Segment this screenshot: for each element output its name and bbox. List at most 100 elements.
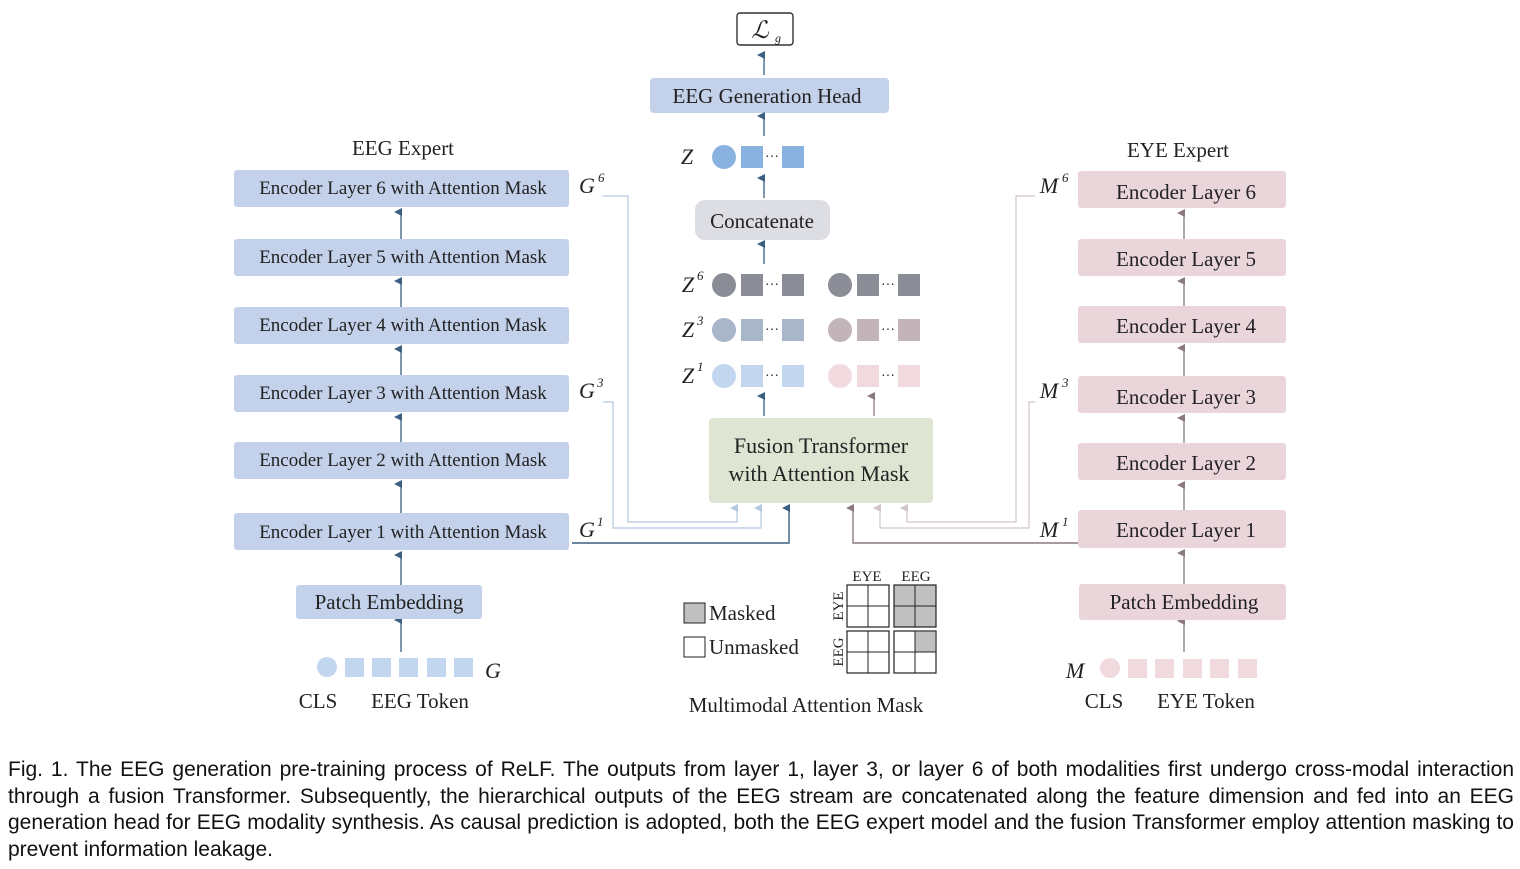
eeg-output-g6: G 6 — [579, 170, 605, 198]
eye-encoder-layer-5: Encoder Layer 5 — [1078, 239, 1286, 276]
svg-text:···: ··· — [881, 278, 895, 293]
eye-patch-embedding-label: Patch Embedding — [1110, 590, 1259, 614]
eeg-output-g1: G 1 — [579, 514, 603, 542]
g3-sup: 3 — [596, 375, 604, 390]
svg-text:···: ··· — [881, 369, 895, 384]
z6-label: Z — [682, 272, 695, 297]
eye-encoder-layer-3: Encoder Layer 3 — [1078, 376, 1286, 413]
legend-masked-swatch — [683, 602, 706, 624]
m6-base: M — [1039, 173, 1060, 198]
connector-m3-to-fusion — [873, 401, 1035, 529]
m3-base: M — [1039, 378, 1060, 403]
z3-label: Z — [682, 317, 695, 342]
concatenate-box — [695, 200, 830, 240]
fusion-line1: Fusion Transformer — [734, 433, 909, 458]
z6-row: Z 6 ··· ··· — [682, 268, 920, 297]
eeg-patch-embedding-box — [296, 585, 482, 619]
g1-base: G — [579, 517, 595, 542]
eeg-patch-embedding-label: Patch Embedding — [315, 590, 464, 614]
eeg-encoder-layer-1: Encoder Layer 1 with Attention Mask — [234, 513, 569, 550]
eeg-encoder-layer-6: Encoder Layer 6 with Attention Mask — [234, 170, 569, 207]
svg-text:···: ··· — [765, 369, 779, 384]
generation-head-box — [650, 78, 889, 113]
eeg-output-g3: G 3 — [579, 375, 604, 403]
m1-base: M — [1039, 517, 1060, 542]
eye-output-m6: M 6 — [1039, 170, 1069, 198]
z-tokens: ··· — [712, 145, 804, 169]
eye-layer-6-label: Encoder Layer 6 — [1116, 180, 1256, 204]
z3-row: Z 3 ··· ··· — [682, 313, 920, 342]
eye-layer-3-label: Encoder Layer 3 — [1116, 385, 1256, 409]
legend-masked-label: Masked — [709, 601, 776, 625]
connector-m1-to-fusion — [846, 504, 1078, 544]
connector-m6-to-fusion — [900, 195, 1035, 523]
eye-expert-title: EYE Expert — [1127, 138, 1229, 162]
m3-sup: 3 — [1061, 375, 1069, 390]
eeg-expert-title: EEG Expert — [352, 136, 454, 160]
z1-sup: 1 — [697, 359, 704, 374]
fusion-line2: with Attention Mask — [729, 461, 910, 486]
z-label: Z — [681, 144, 694, 169]
mask-col-eye: EYE — [852, 569, 881, 585]
g6-sup: 6 — [598, 170, 605, 185]
z1-label: Z — [682, 363, 695, 388]
legend-unmasked-label: Unmasked — [709, 635, 799, 659]
svg-text:···: ··· — [765, 150, 779, 165]
connector-g1-to-fusion — [572, 504, 790, 544]
mask-title: Multimodal Attention Mask — [689, 693, 924, 717]
loss-symbol: ℒ — [751, 18, 769, 44]
eye-layer-1-label: Encoder Layer 1 — [1116, 518, 1256, 542]
eeg-layer-1-label: Encoder Layer 1 with Attention Mask — [259, 522, 547, 543]
svg-text:···: ··· — [765, 278, 779, 293]
fusion-transformer-box — [709, 418, 933, 503]
eye-token-label: EYE Token — [1157, 689, 1255, 713]
eeg-cls-label: CLS — [299, 689, 338, 713]
g3-base: G — [579, 378, 595, 403]
eye-layer-4-label: Encoder Layer 4 — [1116, 314, 1256, 338]
relf-diagram: ℒ g EEG Generation Head Z ··· Concatenat… — [234, 12, 1286, 717]
eye-output-m1: M 1 — [1039, 514, 1069, 542]
z6-sup: 6 — [697, 268, 704, 283]
eeg-encoder-layer-5: Encoder Layer 5 with Attention Mask — [234, 239, 569, 276]
connector-g3-to-fusion — [603, 401, 762, 529]
mask-row-eeg: EEG — [831, 637, 847, 666]
eeg-encoder-layer-4: Encoder Layer 4 with Attention Mask — [234, 307, 569, 344]
loss-subscript: g — [775, 31, 781, 45]
eeg-layer-4-label: Encoder Layer 4 with Attention Mask — [259, 315, 547, 336]
attention-mask-grid: EYE EEG EYE EEG — [831, 569, 937, 674]
svg-text:···: ··· — [881, 323, 895, 338]
g6-base: G — [579, 173, 595, 198]
eeg-layer-5-label: Encoder Layer 5 with Attention Mask — [259, 247, 547, 268]
connector-g6-to-fusion — [603, 195, 738, 523]
concatenate-label: Concatenate — [710, 209, 814, 233]
eye-encoder-layer-2: Encoder Layer 2 — [1078, 443, 1286, 480]
loss-box: ℒ g — [736, 12, 794, 46]
eye-input-label: M — [1065, 658, 1086, 683]
eeg-token-label: EEG Token — [371, 689, 469, 713]
eeg-layer-2-label: Encoder Layer 2 with Attention Mask — [259, 450, 547, 471]
eye-encoder-layer-4: Encoder Layer 4 — [1078, 306, 1286, 343]
eye-layer-5-label: Encoder Layer 5 — [1116, 247, 1256, 271]
eeg-encoder-layer-3: Encoder Layer 3 with Attention Mask — [234, 375, 569, 412]
eye-encoder-layer-1: Encoder Layer 1 — [1078, 510, 1286, 548]
eye-cls-label: CLS — [1085, 689, 1124, 713]
legend-unmasked-swatch — [683, 636, 706, 658]
m1-sup: 1 — [1062, 514, 1069, 529]
eeg-input-label: G — [485, 658, 501, 683]
eye-encoder-layer-6: Encoder Layer 6 — [1078, 171, 1286, 208]
eeg-encoder-layer-2: Encoder Layer 2 with Attention Mask — [234, 442, 569, 479]
eye-patch-embedding-box — [1079, 584, 1286, 620]
svg-text:···: ··· — [765, 323, 779, 338]
mask-row-eye: EYE — [831, 591, 847, 620]
mask-legend: Masked Unmasked — [683, 601, 799, 659]
eeg-layer-6-label: Encoder Layer 6 with Attention Mask — [259, 178, 547, 199]
generation-head-label: EEG Generation Head — [673, 84, 862, 108]
figure-caption: Fig. 1. The EEG generation pre-training … — [8, 758, 1514, 861]
z1-row: Z 1 ··· ··· — [682, 359, 920, 388]
g1-sup: 1 — [597, 514, 604, 529]
mask-col-eeg: EEG — [901, 569, 930, 585]
m6-sup: 6 — [1062, 170, 1069, 185]
z3-sup: 3 — [696, 313, 704, 328]
eeg-layer-3-label: Encoder Layer 3 with Attention Mask — [259, 383, 547, 404]
eye-layer-2-label: Encoder Layer 2 — [1116, 451, 1256, 475]
